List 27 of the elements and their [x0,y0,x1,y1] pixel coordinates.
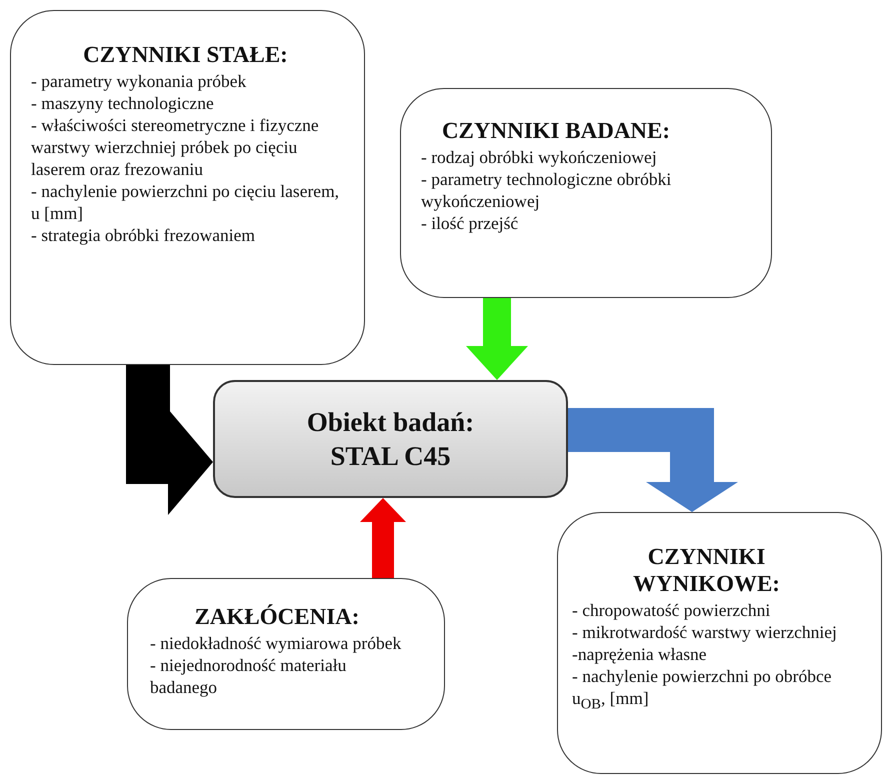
list-item: - parametry wykonania próbek [31,70,248,92]
rounded-box [557,512,882,774]
rounded-box [10,10,365,365]
object-box [213,380,568,498]
list-item: - niedokładność wymiarowa próbek [150,632,402,654]
box-heading: CZYNNIKI BADANE: [440,117,672,144]
box-heading: CZYNNIKI WYNIKOWE: [632,543,781,597]
list-item: - nachylenie powierzchni po cięciu laserem, u [mm] [31,180,340,224]
rounded-box [127,578,445,730]
list-item: -naprężenia własne [572,643,708,665]
block-arrow [568,408,738,512]
list-item: - rodzaj obróbki wykończeniowej [421,146,658,168]
box-title: Obiekt badań: STAL C45 [306,406,476,473]
list-item: - parametry technologiczne obróbki wykończeniowej [421,168,672,212]
list-item: - ilość przejść [421,212,520,234]
list-item: - chropowatość powierzchni [572,599,772,621]
block-arrow [466,298,528,380]
list-item: - właściwości stereometryczne i fizyczne warstwy wierzchniej próbek po cięciu laserem oraz frezowaniu [31,114,320,180]
list-item: - strategia obróbki frezowaniem [31,224,256,246]
block-arrow [360,498,406,578]
box-heading: CZYNNIKI STAŁE: [82,41,289,68]
rounded-box [400,88,772,298]
box-heading: ZAKŁÓCENIA: [194,603,360,630]
list-item: - nachylenie powierzchni po obróbce u$_{OB}$, [mm] [572,665,832,714]
list-item: - maszyny technologiczne [31,92,215,114]
list-item: - niejednorodność materiału badanego [150,654,348,698]
list-item: - mikrotwardość warstwy wierzchniej [572,621,838,643]
